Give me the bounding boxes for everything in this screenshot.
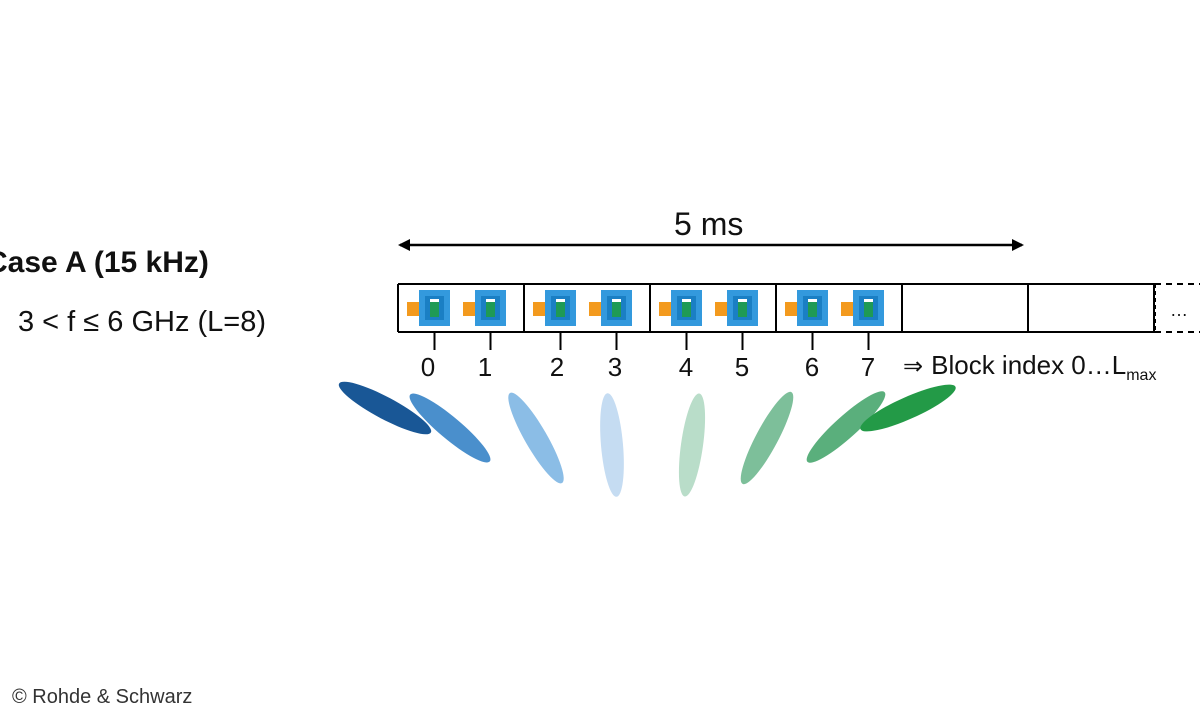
pss-marker — [715, 302, 727, 316]
ss-block — [841, 290, 884, 326]
ssb-index-label: 3 — [608, 352, 622, 382]
pss-marker — [589, 302, 601, 316]
pbch-core — [738, 299, 747, 317]
pss-marker — [533, 302, 545, 316]
block-index-subscript: max — [1126, 367, 1157, 384]
duration-label: 5 ms — [674, 206, 744, 242]
ss-block — [533, 290, 576, 326]
pbch-core — [682, 299, 691, 317]
beam-lobe — [678, 393, 706, 497]
beam-lobe — [508, 392, 564, 484]
pbch-mark — [738, 299, 747, 302]
pbch-core — [486, 299, 495, 317]
ssb-index-label: 5 — [735, 352, 749, 382]
ssb-index-ticks: 0 1 2 3 4 5 6 7 — [421, 332, 875, 382]
beam-lobe — [740, 391, 794, 485]
case-title: Case A (15 kHz) — [0, 246, 209, 279]
copyright: © Rohde & Schwarz — [12, 686, 193, 708]
pss-marker — [659, 302, 671, 316]
block-index-label: ⇒ Block index 0…Lmax — [903, 350, 1157, 384]
beam-sweep — [338, 381, 956, 497]
pbch-mark — [612, 299, 621, 302]
block-index-text: Block index 0…L — [931, 350, 1127, 380]
ss-block — [785, 290, 828, 326]
ssb-index-label: 7 — [861, 352, 875, 382]
ssb-index-label: 1 — [478, 352, 492, 382]
pbch-core — [864, 299, 873, 317]
pbch-core — [430, 299, 439, 317]
pbch-core — [612, 299, 621, 317]
beam-lobe — [806, 391, 886, 463]
ss-block — [407, 290, 450, 326]
beam-lobe — [860, 384, 956, 432]
ssb-index-label: 6 — [805, 352, 819, 382]
pbch-mark — [556, 299, 565, 302]
ss-block — [715, 290, 758, 326]
ss-block — [463, 290, 506, 326]
pbch-mark — [430, 299, 439, 302]
pss-marker — [841, 302, 853, 316]
frequency-label: 3 < f ≤ 6 GHz (L=8) — [18, 306, 267, 338]
pbch-core — [808, 299, 817, 317]
pbch-mark — [682, 299, 691, 302]
pss-marker — [407, 302, 419, 316]
pbch-core — [556, 299, 565, 317]
pbch-mark — [864, 299, 873, 302]
pbch-mark — [808, 299, 817, 302]
pss-marker — [463, 302, 475, 316]
beam-lobe — [600, 393, 624, 497]
ssb-index-label: 2 — [550, 352, 564, 382]
beam-lobe — [338, 381, 432, 435]
pss-marker — [785, 302, 797, 316]
ss-block — [589, 290, 632, 326]
beam-lobe — [409, 393, 491, 463]
ssb-blocks — [407, 290, 884, 326]
implies-arrow-icon: ⇒ — [903, 353, 924, 380]
continuation-dots: … — [1170, 300, 1189, 320]
ss-block — [659, 290, 702, 326]
ssb-index-label: 0 — [421, 352, 435, 382]
pbch-mark — [486, 299, 495, 302]
half-frame-timeline — [397, 283, 1200, 333]
ssb-index-label: 4 — [679, 352, 693, 382]
